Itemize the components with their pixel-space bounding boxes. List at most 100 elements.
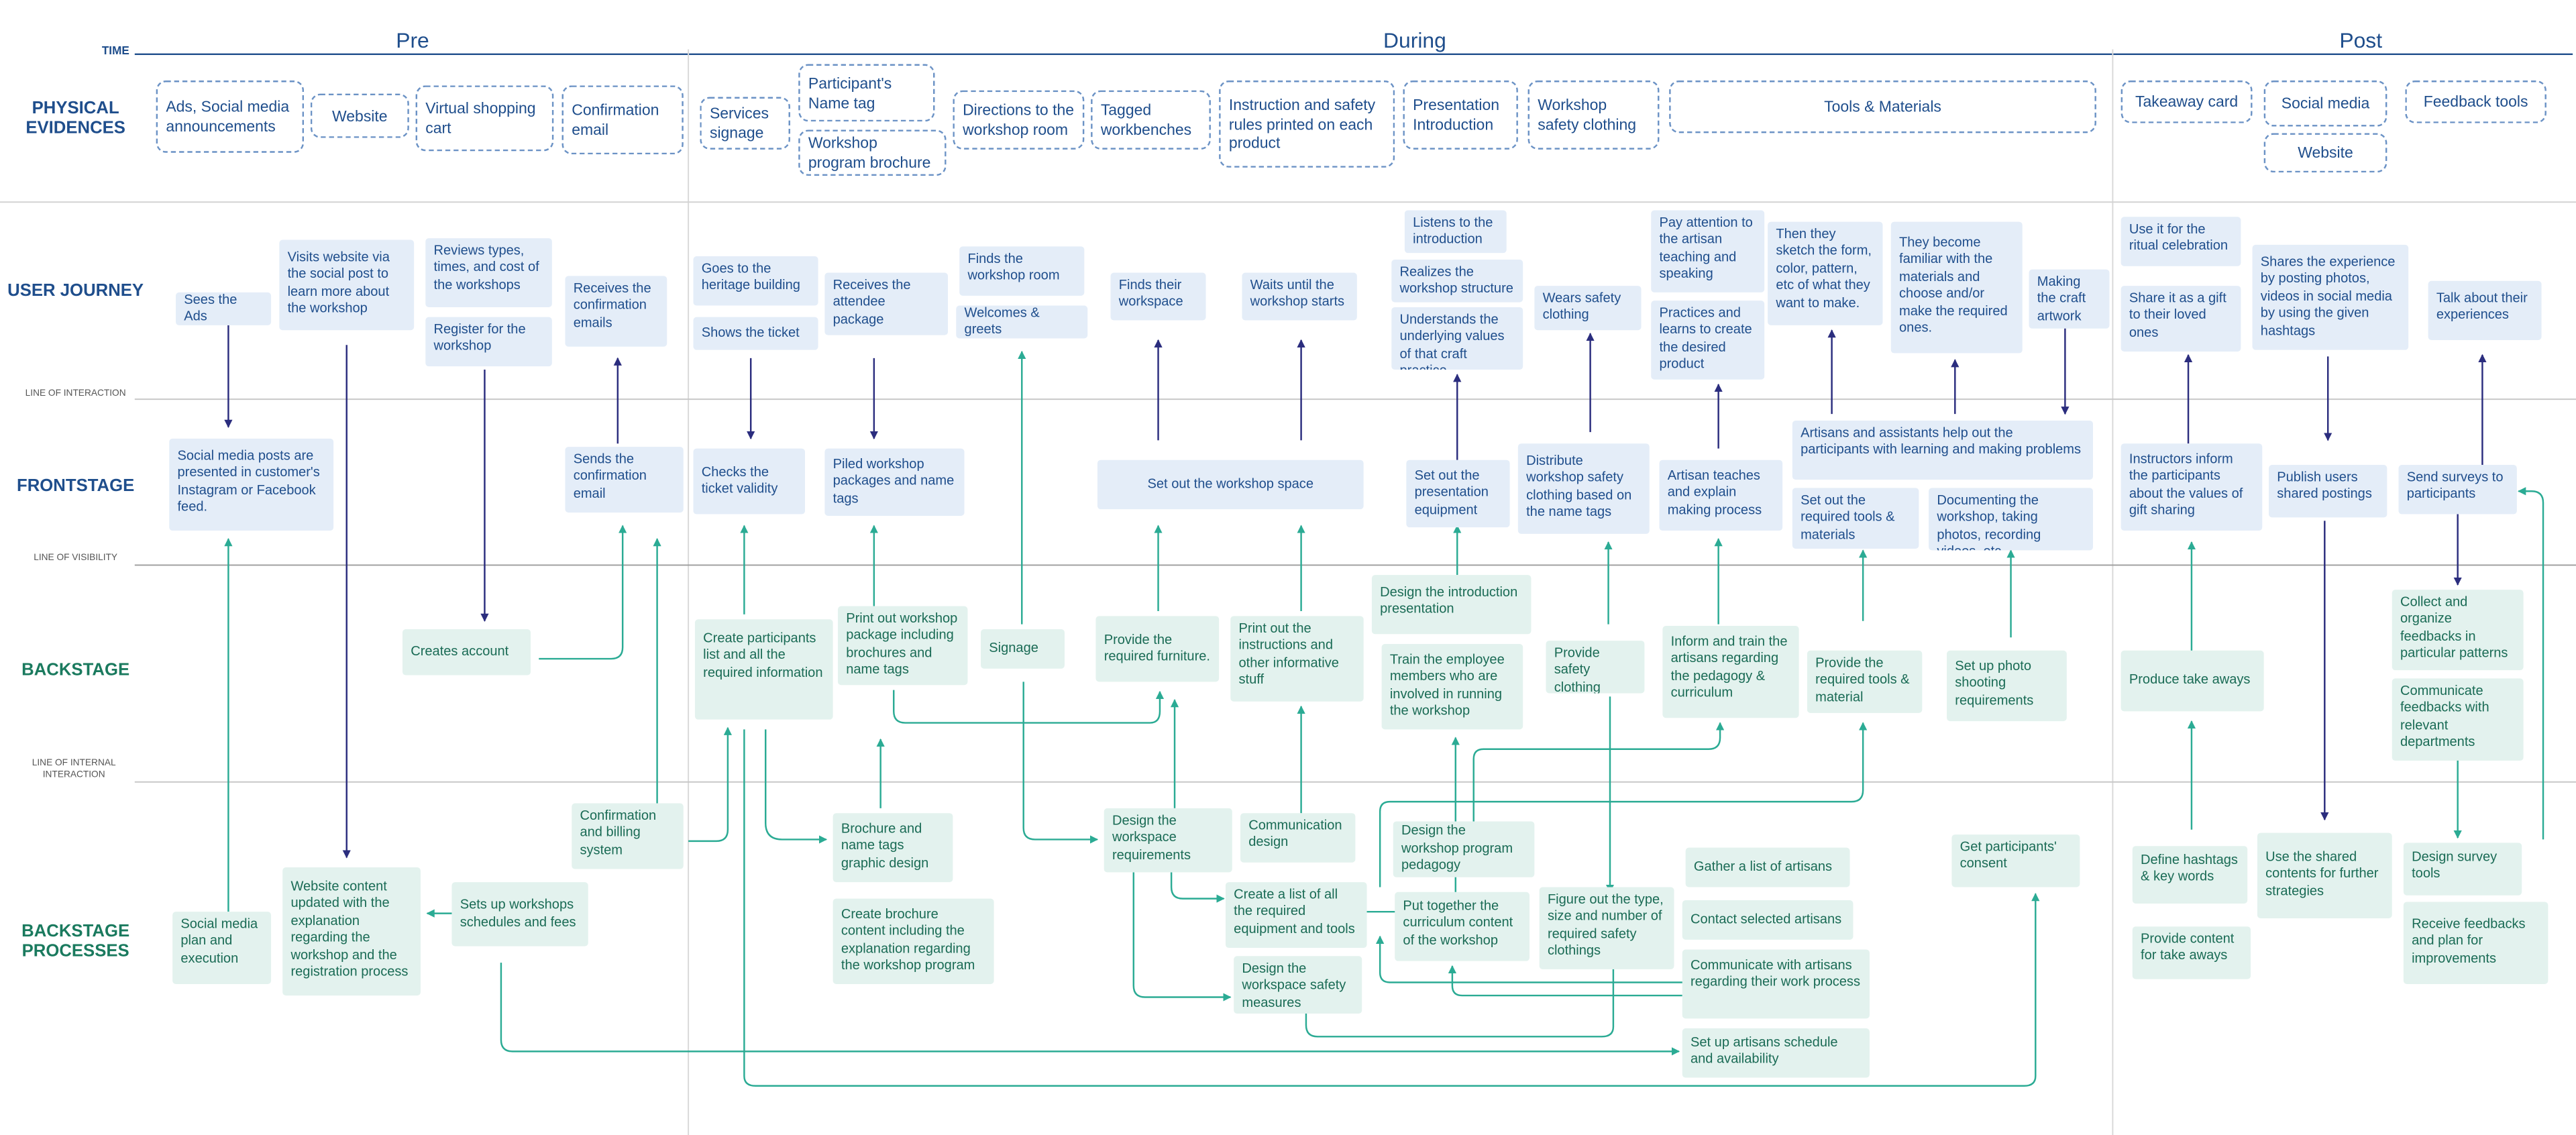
bp-design-survey: Design survey tools [2403, 843, 2522, 896]
uj-gift: Share it as a gift to their loved ones [2121, 286, 2241, 352]
bs-produce-takeaways: Produce take aways [2121, 650, 2264, 712]
bp-brochure-design: Brochure and name tags graphic design [833, 813, 953, 883]
evidence-website-post: Website [2263, 133, 2387, 173]
uj-goes-heritage: Goes to the heritage building [693, 256, 818, 306]
bs-communicate-feedback: Communicate feedbacks with relevant depa… [2392, 678, 2524, 761]
swimlane-lines [0, 201, 2576, 783]
bs-provide-clothing: Provide safety clothing [1546, 641, 1645, 694]
bs-design-intro: Design the introduction presentation [1371, 575, 1532, 635]
fs-publish-users: Publish users shared postings [2269, 465, 2387, 518]
evidence-services-signage: Services signage [700, 97, 790, 150]
evidence-feedback-tools: Feedback tools [2405, 80, 2546, 123]
uj-sees-ads: Sees the Ads [176, 292, 272, 325]
bs-train-employee: Train the employee members who are invol… [1381, 644, 1523, 730]
bp-communication-design: Communication design [1240, 813, 1356, 863]
bp-receive-feedbacks: Receive feedbacks and plan for improveme… [2403, 902, 2548, 984]
evidence-name-tag: Participant's Name tag [798, 64, 935, 122]
uj-practices: Practices and learns to create the desir… [1651, 301, 1765, 380]
bp-content-takeaway: Provide content for take aways [2132, 926, 2251, 979]
bp-brochure-content: Create brochure content including the ex… [833, 898, 994, 984]
fs-artisan-teaches: Artisan teaches and explain making proce… [1659, 460, 1783, 531]
evidence-directions: Directions to the workshop room [953, 90, 1085, 150]
uj-pay-attention: Pay attention to the artisan teaching an… [1651, 210, 1765, 292]
bs-photo-requirements: Set up photo shooting requirements [1947, 650, 2067, 722]
bp-contact-artisans: Contact selected artisans [1682, 900, 1854, 940]
evidence-tagged-workbenches: Tagged workbenches [1091, 90, 1211, 150]
evidence-confirmation-email: Confirmation email [561, 85, 684, 155]
bs-train-artisans: Inform and train the artisans regarding … [1662, 626, 1799, 718]
line-of-interaction-label: LINE OF INTERACTION [25, 389, 126, 400]
bs-provide-tools: Provide the required tools & material [1807, 650, 1923, 713]
bs-provide-furniture: Provide the required furniture. [1095, 616, 1220, 682]
bp-hashtags: Define hashtags & key words [2132, 846, 2248, 904]
evidence-social-media: Social media [2263, 80, 2387, 127]
uj-shows-ticket: Shows the ticket [693, 317, 818, 350]
time-label: TIME [101, 46, 129, 58]
bp-design-workspace: Design the workspace requirements [1104, 808, 1232, 873]
lane-physical-evidences: PHYSICAL EVIDENCES [25, 98, 125, 138]
fs-send-surveys: Send surveys to participants [2398, 465, 2517, 515]
evidence-ads: Ads, Social media announcements [156, 80, 305, 153]
evidence-tools-materials: Tools & Materials [1669, 80, 2096, 133]
fs-social-posts: Social media posts are presented in cust… [169, 438, 334, 531]
evidence-safety-clothing: Workshop safety clothing [1527, 80, 1660, 150]
bp-shared-contents: Use the shared contents for further stra… [2257, 832, 2392, 918]
bs-print-instructions: Print out the instructions and other inf… [1230, 616, 1364, 702]
fs-set-workspace: Set out the workshop space [1097, 460, 1364, 510]
uj-listens: Listens to the introduction [1404, 210, 1507, 254]
line-of-internal-interaction-label: LINE OF INTERNAL INTERACTION [32, 759, 116, 780]
evidence-takeaway-card: Takeaway card [2121, 80, 2253, 123]
phase-pre: Pre [396, 28, 429, 53]
navy-arrows [224, 325, 2487, 859]
phase-dividers [688, 49, 2114, 1135]
bp-schedules-fees: Sets up workshops schedules and fees [451, 882, 588, 947]
fs-checks-ticket: Checks the ticket validity [693, 448, 806, 515]
bp-program-pedagogy: Design the workshop program pedagogy [1393, 821, 1535, 877]
line-of-visibility-label: LINE OF VISIBILITY [34, 553, 118, 564]
bp-consent: Get participants' consent [1951, 834, 2080, 887]
lane-frontstage: FRONTSTAGE [17, 476, 135, 496]
uj-shares-experience: Shares the experience by posting photos,… [2252, 244, 2409, 350]
lane-backstage-processes: BACKSTAGE PROCESSES [21, 921, 130, 961]
uj-realizes: Realizes the workshop structure [1391, 259, 1523, 303]
fs-set-tools: Set out the required tools & materials [1792, 488, 1919, 549]
evidence-program-brochure: Workshop program brochure [798, 129, 947, 176]
bp-gather-artisans: Gather a list of artisans [1685, 847, 1850, 887]
uj-reviews-types: Reviews types, times, and cost of the wo… [425, 238, 552, 307]
uj-waits: Waits until the workshop starts [1242, 272, 1357, 321]
bs-create-list: Create participants list and all the req… [694, 619, 833, 720]
bp-figure-clothing: Figure out the type, size and number of … [1539, 887, 1674, 969]
uj-making-artwork: Making the craft artwork [2029, 269, 2110, 329]
uj-talk: Talk about their experiences [2428, 280, 2542, 340]
bp-equipment-list: Create a list of all the required equipm… [1225, 882, 1367, 949]
uj-understands: Understands the underlying values of tha… [1391, 307, 1523, 370]
fs-instructors-inform: Instructors inform the participants abou… [2121, 443, 2263, 531]
evidence-safety-rules: Instruction and safety rules printed on … [1219, 80, 1395, 168]
bs-print-package: Print out workshop package including bro… [837, 606, 968, 686]
uj-register: Register for the workshop [425, 317, 552, 367]
uj-sketch: Then they sketch the form, color, patter… [1768, 221, 1883, 325]
fs-distribute-clothing: Distribute workshop safety clothing base… [1517, 443, 1650, 534]
lane-backstage: BACKSTAGE [21, 660, 130, 680]
uj-finds-workspace: Finds their workspace [1110, 272, 1206, 321]
phase-during: During [1383, 28, 1446, 53]
uj-receives-package: Receives the attendee package [824, 272, 949, 335]
bp-curriculum: Put together the curriculum content of t… [1395, 891, 1530, 961]
bs-creates-account: Creates account [402, 629, 531, 675]
fs-set-presentation: Set out the presentation equipment [1406, 460, 1510, 528]
bp-website-content: Website content updated with the explana… [282, 867, 421, 996]
bp-billing: Confirmation and billing system [572, 803, 684, 869]
evidence-presentation: Presentation Introduction [1403, 80, 1518, 150]
lane-user-journey: USER JOURNEY [7, 280, 144, 301]
uj-finds-room: Finds the workshop room [959, 246, 1085, 296]
bs-signage: Signage [981, 629, 1065, 669]
fs-documenting: Documenting the workshop, taking photos,… [1929, 488, 2094, 551]
bp-social-plan: Social media plan and execution [172, 912, 272, 984]
uj-familiar: They become familiar with the materials … [1890, 221, 2023, 354]
fs-sends-email: Sends the confirmation email [565, 447, 684, 513]
phase-post: Post [2339, 28, 2383, 53]
bp-safety-measures: Design the workspace safety measures [1234, 956, 1362, 1014]
bs-collect-feedback: Collect and organize feedbacks in partic… [2392, 590, 2524, 671]
uj-receives-email: Receives the confirmation emails [565, 276, 667, 347]
